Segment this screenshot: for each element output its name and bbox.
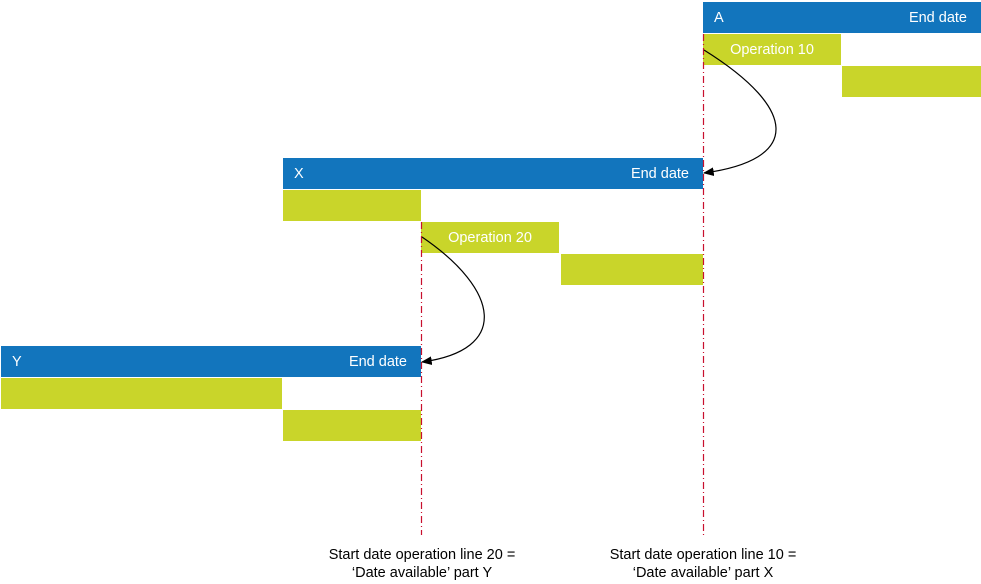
part-a-bar: A End date <box>703 2 981 33</box>
caption-line-10-text-2: ‘Date available’ part X <box>632 565 774 581</box>
operation-10-label: Operation 10 <box>730 41 814 58</box>
part-y-label: Y <box>12 353 22 370</box>
caption-line-10-text-1: Start date operation line 10 = <box>609 547 797 563</box>
part-a-label: A <box>714 9 724 26</box>
operation-10-to-part-x-arrow <box>702 49 777 176</box>
caption-line-20: Start date operation line 20 = ‘Date ava… <box>292 546 552 582</box>
part-y-operation-bar-1 <box>1 378 282 409</box>
part-x-end-date: End date <box>630 165 689 182</box>
part-y-operation-bar-2 <box>283 410 421 441</box>
part-a-end-date: End date <box>908 9 967 26</box>
part-x-operation-bar-3 <box>561 254 703 285</box>
caption-line-20-text-1: Start date operation line 20 = <box>328 547 516 563</box>
part-y-bar: Y End date <box>1 346 421 377</box>
operation-20-to-part-y-arrow <box>420 236 485 365</box>
part-x-bar: X End date <box>283 158 703 189</box>
operation-20-bar: Operation 20 <box>421 222 559 253</box>
caption-line-20-text-2: ‘Date available’ part Y <box>351 565 493 581</box>
part-y-end-date: End date <box>348 353 407 370</box>
part-x-operation-bar-1 <box>283 190 421 221</box>
caption-line-10: Start date operation line 10 = ‘Date ava… <box>573 546 833 582</box>
operation-20-label: Operation 20 <box>448 229 532 246</box>
part-a-operation-bar-2 <box>842 66 981 97</box>
part-x-label: X <box>294 165 304 182</box>
operation-10-bar: Operation 10 <box>703 34 841 65</box>
